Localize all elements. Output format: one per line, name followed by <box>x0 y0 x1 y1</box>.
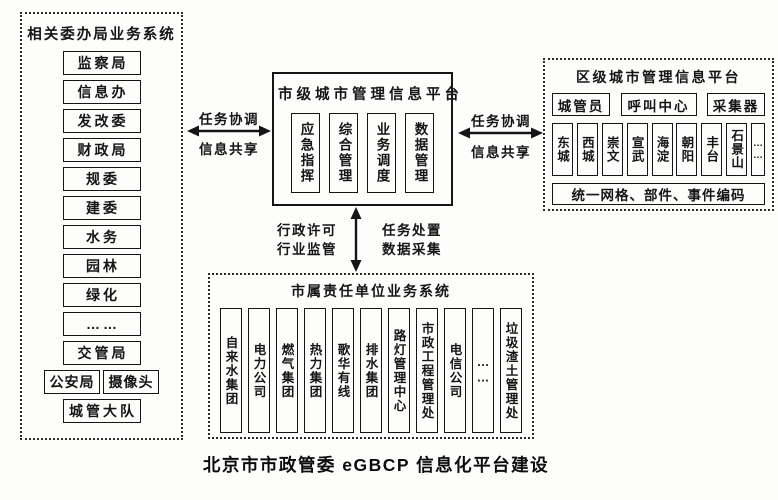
admin-permit-label: 行政许可 <box>277 223 337 238</box>
ellipsis-box: …… <box>62 312 141 336</box>
district-roles-row: 城管员 呼叫中心 采集器 <box>552 93 765 116</box>
bureau-box: 交管局 <box>62 341 141 365</box>
bureau-box: 绿化 <box>62 283 141 307</box>
unified-grid-code-box: 统一网格、部件、事件编码 <box>552 183 765 205</box>
module-box: 应急指挥 <box>291 113 320 193</box>
bureau-box: 园林 <box>62 254 141 278</box>
left-panel-list: 监察局 信息办 发改委 财政局 规委 建委 水务 园林 绿化 …… 交管局 公安… <box>22 51 181 423</box>
left-arrow-label-top: 任务协调 <box>199 112 259 127</box>
module-box: 综合管理 <box>329 113 358 193</box>
unit-box: 燃气集团 <box>276 308 298 433</box>
right-arrow-label-bottom: 信息共享 <box>471 145 531 160</box>
districts-row: 东城 西城 崇文 宣武 海淀 朝阳 丰台 石景山 …… <box>552 123 765 176</box>
district-box: 崇文 <box>601 123 623 176</box>
district-box: 石景山 <box>726 123 748 176</box>
units-row: 自来水集团 电力公司 燃气集团 热力集团 歌华有线 排水集团 路灯管理中心 市政… <box>210 308 532 433</box>
city-platform-panel: 市级城市管理信息平台 应急指挥 综合管理 业务调度 数据管理 <box>272 72 463 206</box>
unit-box: 垃圾渣土管理处 <box>500 308 522 433</box>
collector-box: 采集器 <box>707 93 765 116</box>
platform-modules: 应急指挥 综合管理 业务调度 数据管理 <box>274 113 451 193</box>
unit-box: 热力集团 <box>304 308 326 433</box>
ellipsis-box: …… <box>472 308 494 433</box>
ellipsis-box: …… <box>751 123 765 176</box>
district-platform-panel: 区级城市管理信息平台 城管员 呼叫中心 采集器 东城 西城 崇文 宣武 海淀 朝… <box>543 58 774 211</box>
district-box: 海淀 <box>651 123 673 176</box>
district-box: 西城 <box>576 123 598 176</box>
unit-box: 电力公司 <box>248 308 270 433</box>
bureau-box: 监察局 <box>62 51 141 75</box>
unit-box: 自来水集团 <box>220 308 242 433</box>
bureau-box: 财政局 <box>62 138 141 162</box>
bureau-split-row: 公安局 摄像头 <box>44 370 159 394</box>
left-panel-title: 相关委办局业务系统 <box>27 27 176 43</box>
unit-box: 市政工程管理处 <box>416 308 438 433</box>
district-box: 东城 <box>552 123 573 176</box>
camera-box: 摄像头 <box>103 370 159 394</box>
district-box: 宣武 <box>626 123 648 176</box>
bureau-box: 公安局 <box>44 370 100 394</box>
left-arrow-label-bottom: 信息共享 <box>199 142 259 157</box>
module-box: 业务调度 <box>367 113 396 193</box>
industry-supervision-label: 行业监管 <box>277 242 337 257</box>
bureau-box: 建委 <box>62 196 141 220</box>
unit-box: 电信公司 <box>444 308 466 433</box>
vertical-arrow-right-label: 任务处置 数据采集 <box>376 221 448 259</box>
responsible-units-panel: 市属责任单位业务系统 自来水集团 电力公司 燃气集团 热力集团 歌华有线 排水集… <box>208 273 534 439</box>
center-panel-title: 市级城市管理信息平台 <box>278 87 463 103</box>
bureau-box: 发改委 <box>62 109 141 133</box>
unit-box: 歌华有线 <box>332 308 354 433</box>
related-bureaus-panel: 相关委办局业务系统 监察局 信息办 发改委 财政局 规委 建委 水务 园林 绿化… <box>20 12 183 440</box>
right-panel-title: 区级城市管理信息平台 <box>576 69 741 85</box>
right-arrow-label-top: 任务协调 <box>471 114 531 129</box>
district-box: 丰台 <box>701 123 723 176</box>
call-center-box: 呼叫中心 <box>620 93 697 116</box>
bottom-panel-title: 市属责任单位业务系统 <box>291 283 451 299</box>
role-box: 城管员 <box>552 93 610 116</box>
vertical-arrow <box>350 207 362 272</box>
task-handling-label: 任务处置 <box>382 223 442 238</box>
bureau-box: 水务 <box>62 225 141 249</box>
vertical-arrow-left-label: 行政许可 行业监管 <box>272 221 342 259</box>
bureau-box: 信息办 <box>62 80 141 104</box>
unit-box: 路灯管理中心 <box>388 308 410 433</box>
data-collection-label: 数据采集 <box>382 242 442 257</box>
bureau-box: 规委 <box>62 167 141 191</box>
diagram-caption: 北京市市政管委 eGBCP 信息化平台建设 <box>202 455 550 475</box>
bureau-box: 城管大队 <box>62 399 141 423</box>
module-box: 数据管理 <box>405 113 434 193</box>
district-box: 朝阳 <box>676 123 698 176</box>
unit-box: 排水集团 <box>360 308 382 433</box>
